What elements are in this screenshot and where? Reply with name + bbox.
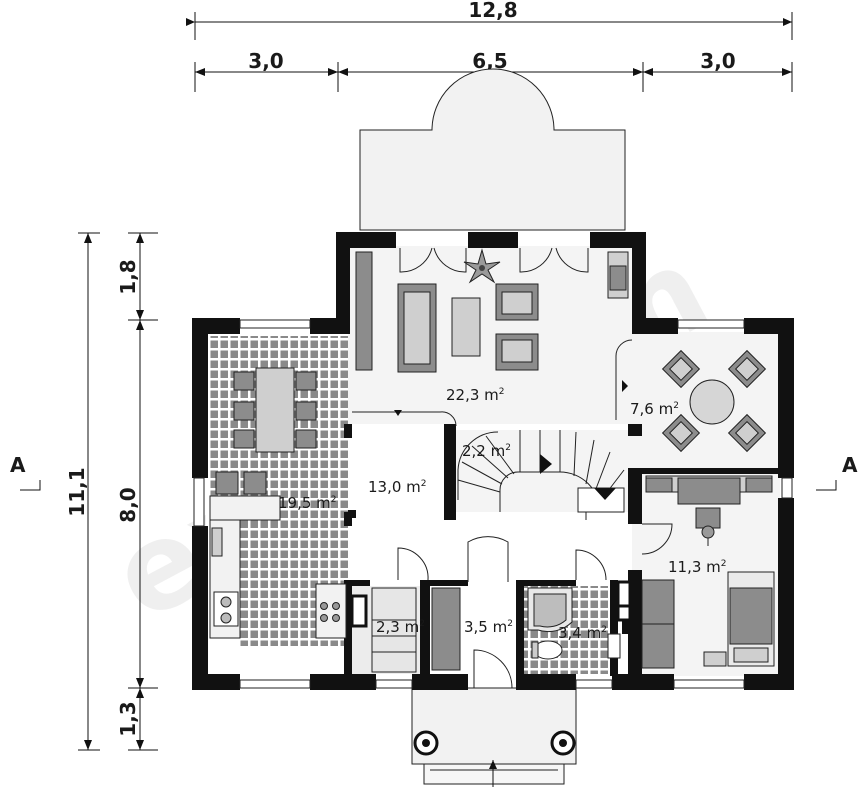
direction-arrow-hall xyxy=(394,410,402,416)
room-area-bedroom: 11,3 m2 xyxy=(668,558,727,576)
dim-right-width: 3,0 xyxy=(700,49,735,73)
entrance-porch xyxy=(411,687,577,787)
dim-total-depth: 11,1 xyxy=(65,467,89,516)
plant-icon xyxy=(463,248,501,284)
dim-left-width: 3,0 xyxy=(248,49,283,73)
dim-total-width: 12,8 xyxy=(468,0,517,22)
stairs-arrow-right xyxy=(540,454,552,474)
svg-text:A: A xyxy=(842,453,858,477)
room-area-pantry: 2,3 m2 xyxy=(376,618,425,636)
dim-bottom-depth: 1,3 xyxy=(116,701,140,736)
direction-arrow-study xyxy=(622,380,628,392)
living-furniture xyxy=(355,248,629,373)
dimension-lines xyxy=(78,12,793,751)
bedroom-furniture xyxy=(641,475,775,669)
terrace-doors xyxy=(399,247,589,273)
room-area-kitchen-dining: 19,5 m2 xyxy=(278,494,337,512)
section-mark-left: A xyxy=(10,453,41,491)
room-area-stairs: 2,2 m2 xyxy=(462,442,511,460)
room-area-living: 22,3 m2 xyxy=(446,386,505,404)
windows xyxy=(193,319,793,689)
study-furniture xyxy=(661,349,767,453)
pantry-furniture xyxy=(350,587,417,673)
room-area-hall: 13,0 m2 xyxy=(368,478,427,496)
stairs-arrow-down xyxy=(594,488,616,500)
walls xyxy=(192,232,794,690)
kitchen-furniture xyxy=(209,367,356,639)
wardrobe-cabinet xyxy=(431,587,461,671)
bathroom-fixtures xyxy=(527,580,632,660)
room-area-study: 7,6 m2 xyxy=(630,400,679,418)
dim-middle-depth: 8,0 xyxy=(116,487,140,522)
room-area-bathroom: 3,4 m2 xyxy=(558,624,607,642)
section-mark-right: A xyxy=(816,453,858,491)
terrace xyxy=(359,68,626,231)
room-area-wardrobe: 3,5 m2 xyxy=(464,618,513,636)
svg-text:A: A xyxy=(10,453,26,477)
interior-doors xyxy=(352,339,673,689)
dim-top-depth: 1,8 xyxy=(116,259,140,294)
